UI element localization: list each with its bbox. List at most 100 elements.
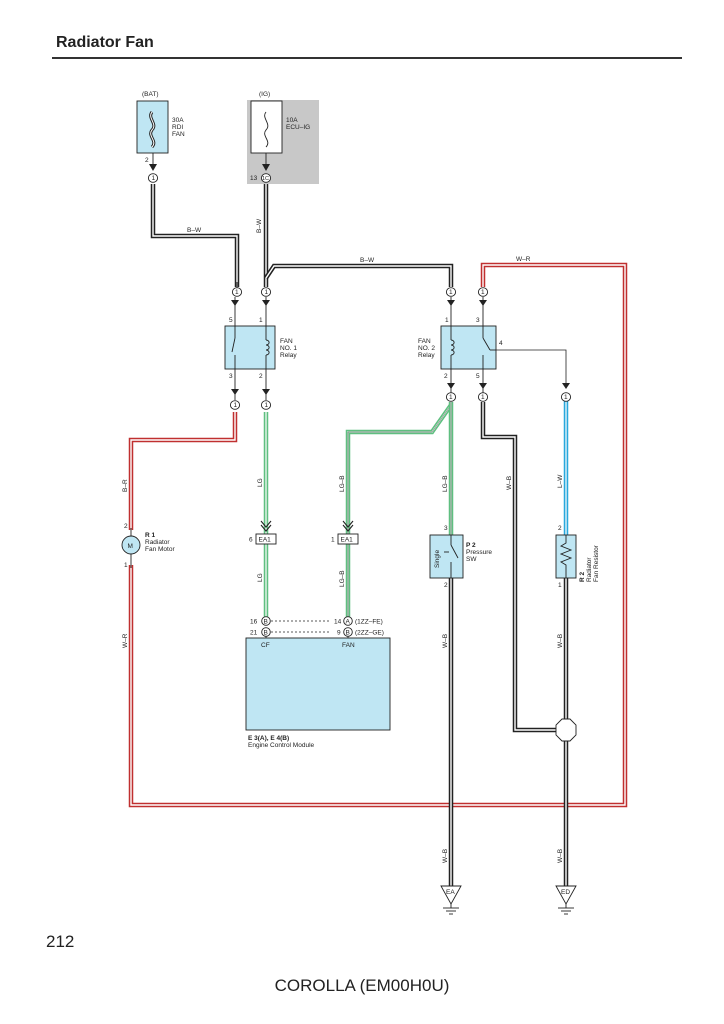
relay2-pin-4: 4 [499, 340, 503, 347]
motor-name-1: Radiator [145, 539, 170, 546]
relay2-term-c: 1 [449, 394, 453, 401]
bat-fuse-rating: 30A [172, 117, 184, 124]
motor-name-2: Fan Motor [145, 546, 175, 553]
ea1-right-pin: 1 [331, 537, 335, 544]
relay2-pin-3: 3 [476, 317, 480, 324]
resistor-id: R 2 [579, 572, 586, 583]
relay-1 [224, 325, 276, 370]
ground-ed-label: ED [561, 889, 570, 896]
ecm-right-conn-2: B [346, 630, 350, 637]
relay2-term-b: 1 [481, 289, 485, 296]
resistor-pin-top: 2 [558, 525, 562, 532]
relay1-name-3: Relay [280, 352, 297, 359]
wire-bw-relay2 [264, 263, 454, 287]
resistor-zigzag [559, 535, 573, 578]
splice-junction [555, 718, 577, 742]
fuse-ig [250, 100, 283, 154]
ig-label: (IG) [259, 91, 270, 98]
relay2-pin-2: 2 [444, 373, 448, 380]
wire-label-wr-left: W–R [122, 633, 129, 648]
ground-ea [440, 885, 462, 915]
wire-label-lg-upper: LG [257, 478, 264, 487]
relay-2-terminals-bottom [445, 369, 572, 402]
ecm-left-conn-1: B [264, 619, 268, 626]
relay-1-switch [231, 326, 270, 369]
wire-label-lg-lower: LG [257, 573, 264, 582]
wire-label-wb-res: W–B [557, 634, 564, 648]
relay1-pin-3: 3 [229, 373, 233, 380]
pressure-switch-id: P 2 [466, 542, 476, 549]
ea1-right-label: EA1 [341, 537, 354, 544]
ecm-left-pin-2: 21 [250, 630, 258, 637]
page-number: 212 [46, 932, 75, 951]
ecm-variant-2: (2ZZ–GE) [355, 630, 384, 637]
wire-br [128, 412, 238, 530]
wire-wr-loop [128, 262, 628, 808]
motor-symbol: M [128, 543, 133, 550]
wire-label-lgb-right: LG–B [442, 475, 449, 492]
bat-arrow [149, 164, 157, 171]
bat-pin: 2 [145, 157, 149, 164]
motor-id: R 1 [145, 532, 156, 539]
ea1-connector-left [255, 533, 277, 545]
relay1-term-c: 1 [234, 402, 238, 409]
wire-label-wr-top: W–R [516, 256, 531, 263]
pressure-switch-pin-bottom: 2 [444, 582, 448, 589]
ecm-name: Engine Control Module [248, 742, 315, 749]
fuse-bat [136, 100, 169, 154]
ecm-terminal-cf: CF [261, 642, 270, 649]
wire-lw [496, 349, 569, 535]
pressure-switch-name-2: SW [466, 556, 477, 563]
wire-label-wb-mid: W–B [506, 476, 513, 490]
bat-label: (BAT) [142, 91, 159, 98]
wire-label-bw-top: B–W [187, 227, 202, 234]
ecm-right-pin-1: 14 [334, 619, 342, 626]
ea1-left-label: EA1 [259, 537, 272, 544]
relay1-term-a: 1 [235, 289, 239, 296]
relay-1-terminals-bottom [229, 369, 272, 410]
wire-label-br: B–R [122, 479, 129, 492]
relay1-name-1: FAN [280, 338, 293, 345]
relay2-pin-1: 1 [445, 317, 449, 324]
relay2-pin-5: 5 [476, 373, 480, 380]
relay2-term-a: 1 [449, 289, 453, 296]
wire-lgb-ecm [345, 403, 453, 618]
ecm-right-conn-1: A [346, 619, 351, 626]
wire-label-lgb-upper: LG–B [339, 475, 346, 492]
wire-label-lgb-lower: LG–B [339, 570, 346, 587]
title-rule [52, 57, 682, 59]
pressure-switch-pin-top: 3 [444, 525, 448, 532]
pressure-switch-name-1: Pressure [466, 549, 492, 556]
wire-label-wb-ground-ed: W–B [557, 849, 564, 863]
pressure-switch-contacts [444, 535, 459, 578]
ecm-variant-1: (1ZZ–FE) [355, 619, 383, 626]
ecm-left-pin-1: 16 [250, 619, 258, 626]
ecm-right-pin-2: 9 [337, 630, 341, 637]
relay-2 [440, 325, 497, 370]
ea1-connector-right [337, 533, 359, 545]
wire-label-bw-vertical: B–W [256, 218, 263, 233]
relay1-pin-1: 1 [259, 317, 263, 324]
wire-label-wb-sw: W–B [442, 634, 449, 648]
resistor-name-1: Radiator [586, 557, 593, 582]
pressure-switch-symbol: Single [434, 550, 441, 568]
relay-1-terminals-top [231, 282, 272, 326]
relay-2-terminals-top [445, 287, 489, 326]
wire-bat-bw [150, 184, 240, 287]
ecm-id: E 3(A), E 4(B) [248, 735, 289, 742]
resistor-name-2: Fan Resistor [593, 544, 600, 582]
relay1-name-2: NO. 1 [280, 345, 297, 352]
bat-fuse-name-2: FAN [172, 131, 185, 138]
ea1-left-pin: 6 [249, 537, 253, 544]
relay2-name-3: Relay [418, 352, 435, 359]
ecm-terminal-fan: FAN [342, 642, 355, 649]
ground-ea-label: EA [446, 889, 455, 896]
ig-terminal-label: 1C [262, 176, 269, 182]
relay2-term-d: 1 [481, 394, 485, 401]
motor-pin-bottom: 1 [124, 562, 128, 569]
relay1-term-b: 1 [265, 289, 269, 296]
ecm-pins [261, 616, 353, 638]
motor-pin-top: 2 [124, 523, 128, 530]
relay2-name-1: FAN [418, 338, 431, 345]
